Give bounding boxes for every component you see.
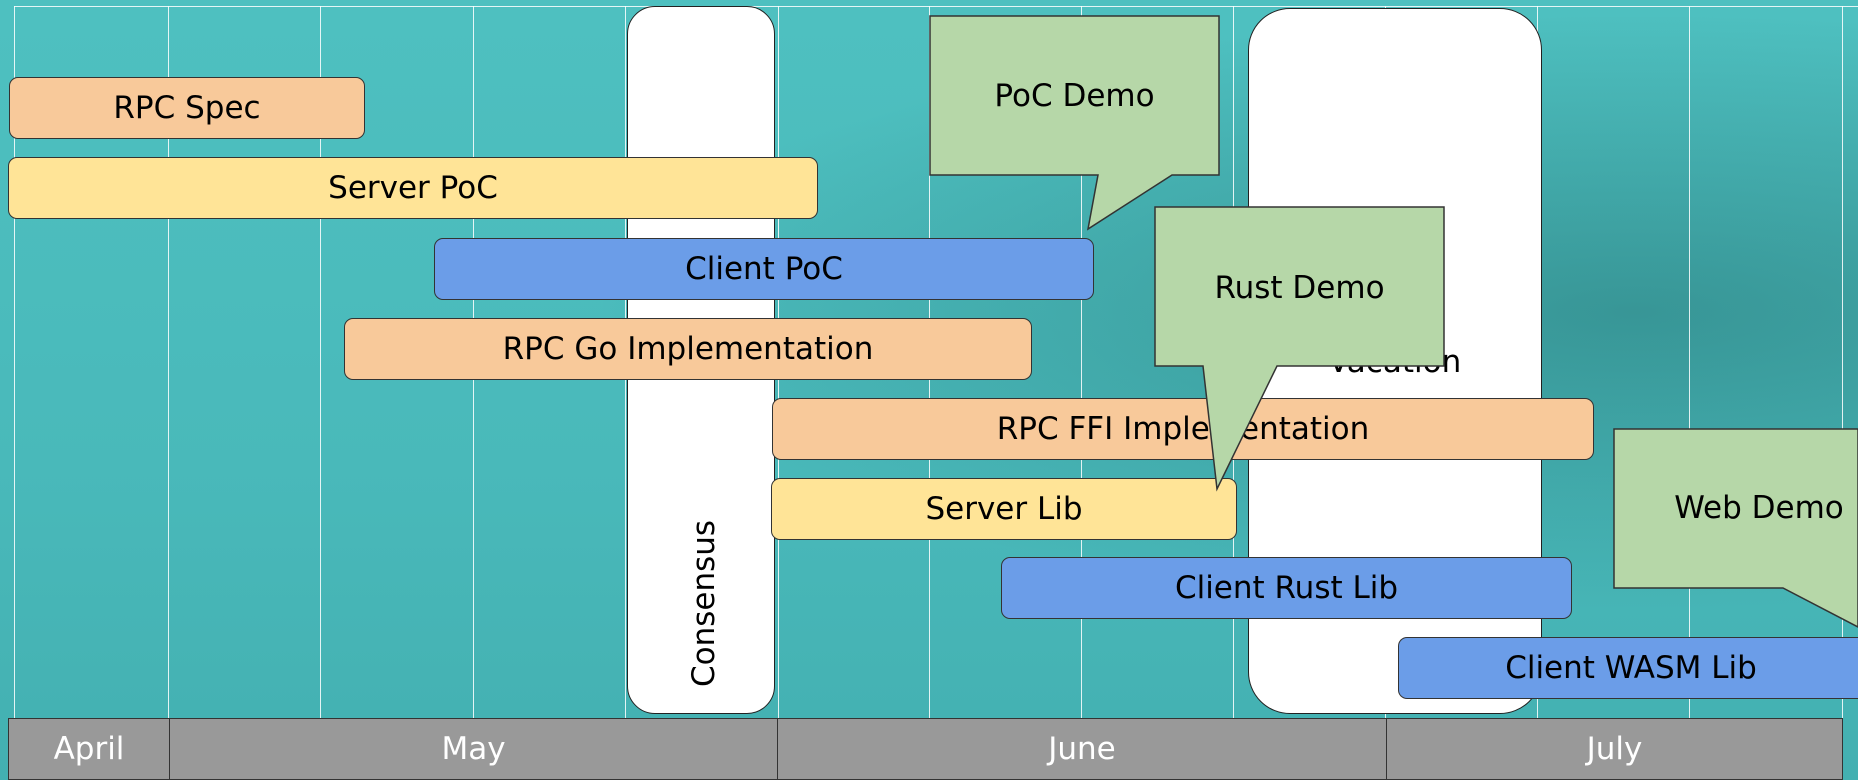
week-grid-line — [14, 6, 15, 718]
week-grid-line — [1842, 6, 1843, 718]
poc-demo-callout-shape — [929, 15, 1220, 231]
month-june: June — [777, 718, 1387, 780]
task-server-poc[interactable]: Server PoC — [8, 157, 818, 219]
task-client-wasm-lib[interactable]: Client WASM Lib — [1398, 637, 1858, 699]
web-demo-callout-label: Web Demo — [1674, 490, 1844, 526]
poc-demo-callout-label: PoC Demo — [994, 78, 1155, 114]
rust-demo-callout-shape — [1154, 206, 1445, 492]
task-server-lib[interactable]: Server Lib — [771, 478, 1237, 540]
rust-demo-callout-label: Rust Demo — [1214, 270, 1385, 306]
week-grid-line — [1081, 6, 1082, 718]
week-grid-line — [168, 6, 169, 718]
month-april: April — [8, 718, 170, 780]
month-july: July — [1386, 718, 1843, 780]
web-demo-callout-shape — [1613, 428, 1858, 628]
week-grid-line — [320, 6, 321, 718]
month-may: May — [169, 718, 778, 780]
week-grid-line — [1689, 6, 1690, 718]
task-client-rust-lib[interactable]: Client Rust Lib — [1001, 557, 1572, 619]
task-rpc-spec[interactable]: RPC Spec — [9, 77, 365, 139]
task-rpc-ffi-implementation[interactable]: RPC FFI Implementation — [772, 398, 1594, 460]
top-grid-line — [14, 6, 1858, 7]
task-client-poc[interactable]: Client PoC — [434, 238, 1094, 300]
task-rpc-go-implementation[interactable]: RPC Go Implementation — [344, 318, 1032, 380]
